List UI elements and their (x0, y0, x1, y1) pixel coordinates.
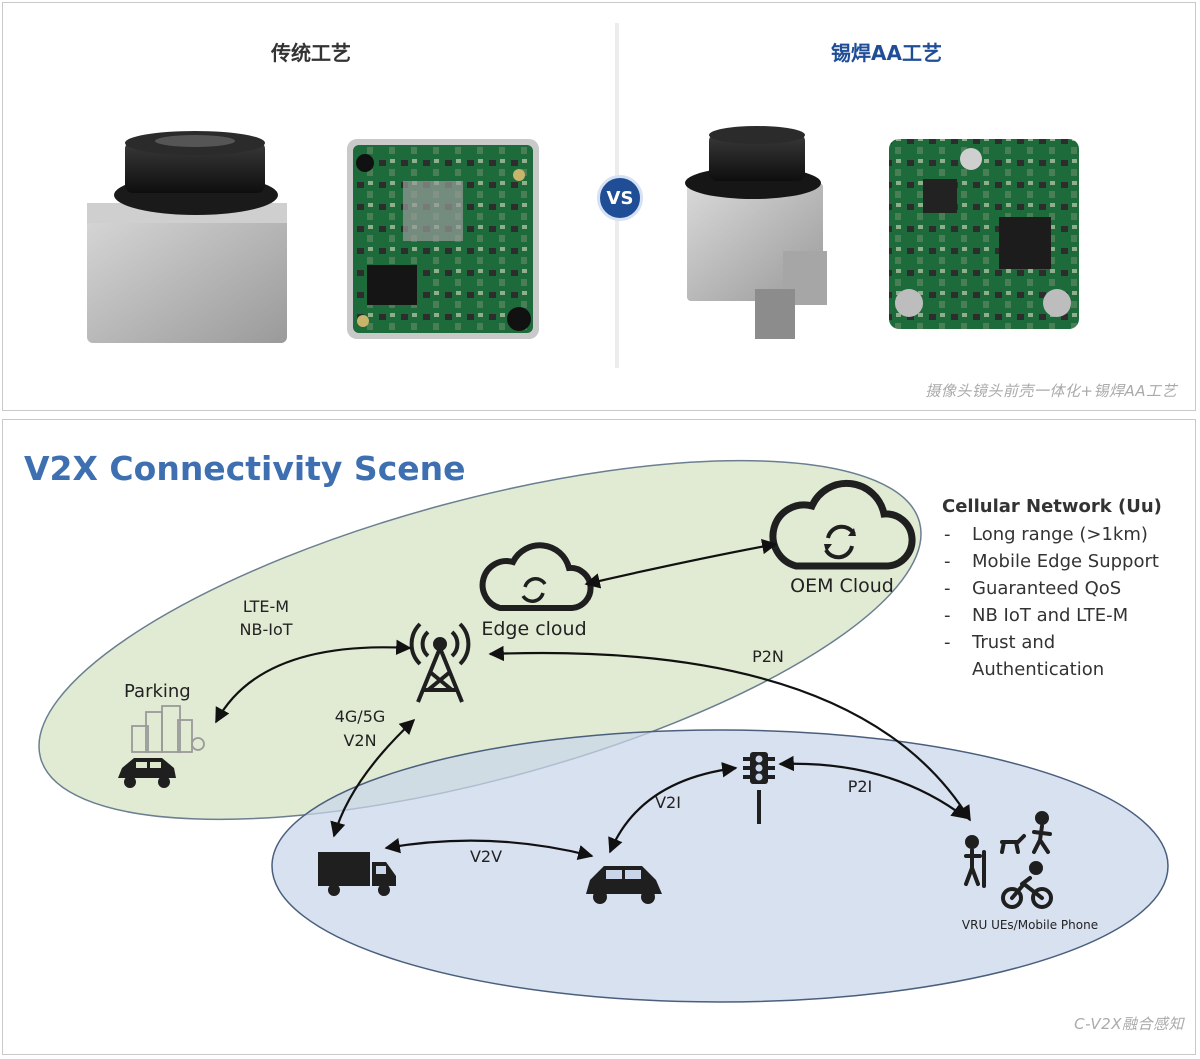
nb-iot-label: NB-IoT (240, 620, 293, 639)
product-photos (87, 126, 1079, 343)
list-bullet: - (944, 578, 951, 599)
v2v-label: V2V (470, 847, 502, 866)
arrow-parking-tower (215, 639, 412, 724)
cellular-item-4: NB IoT and LTE-M (972, 605, 1128, 626)
top-comparison-panel: 传统工艺 锡焊AA工艺 (2, 2, 1196, 411)
v2x-title: V2X Connectivity Scene (24, 449, 466, 488)
connection-arrows (215, 538, 971, 861)
bottom-watermark-caption: C-V2X融合感知 (1074, 1015, 1184, 1033)
cellular-item-6: Authentication (972, 659, 1104, 680)
p2n-label: P2N (752, 647, 784, 666)
list-bullet: - (944, 632, 951, 653)
cell-tower-icon (409, 622, 471, 703)
arrow-car-signal-v2i (608, 762, 738, 854)
list-bullet: - (944, 551, 951, 572)
list-bullet: - (944, 524, 951, 545)
v2n-label: V2N (343, 731, 376, 750)
arrow-tower-truck (330, 718, 416, 838)
cellular-item-1: Long range (>1km) (972, 524, 1148, 545)
solder-aa-camera-module (685, 126, 827, 339)
vs-badge: VS (597, 175, 643, 221)
cellular-item-2: Mobile Edge Support (972, 551, 1159, 572)
car-icon (586, 866, 662, 904)
arrow-signal-vru-p2i (778, 755, 968, 819)
cellular-feature-list: - Long range (>1km) - Mobile Edge Suppor… (944, 524, 1159, 680)
parked-car-icon (118, 758, 176, 788)
parking-label: Parking (124, 681, 191, 702)
traditional-process-title: 传统工艺 (271, 41, 351, 65)
cellular-item-3: Guaranteed QoS (972, 578, 1121, 599)
top-watermark-caption: 摄像头镜头前壳一体化+锡焊AA工艺 (925, 382, 1177, 400)
solder-aa-process-title: 锡焊AA工艺 (831, 41, 942, 65)
list-bullet: - (944, 605, 951, 626)
edge-cloud-label: Edge cloud (481, 618, 586, 640)
arrow-edge-oem (584, 538, 778, 589)
p2i-label: P2I (848, 777, 873, 796)
cellular-item-5: Trust and (971, 632, 1055, 653)
oem-cloud-label: OEM Cloud (790, 575, 894, 597)
arrow-truck-car-v2v (384, 838, 594, 861)
4g5g-label: 4G/5G (335, 707, 386, 726)
solder-aa-pcb-board (889, 139, 1079, 329)
city-buildings-icon (131, 705, 205, 753)
traditional-camera-module (87, 131, 287, 343)
oem-cloud-icon (769, 479, 916, 570)
v2i-label: V2I (655, 793, 681, 812)
vru-label: VRU UEs/Mobile Phone (962, 918, 1098, 932)
traffic-light-icon (743, 752, 775, 824)
vru-pedestrians-icon (964, 811, 1053, 909)
traditional-pcb-board (347, 139, 539, 339)
cellular-network-heading: Cellular Network (Uu) (942, 496, 1162, 517)
lte-m-label: LTE-M (243, 597, 289, 616)
truck-icon (318, 852, 396, 896)
